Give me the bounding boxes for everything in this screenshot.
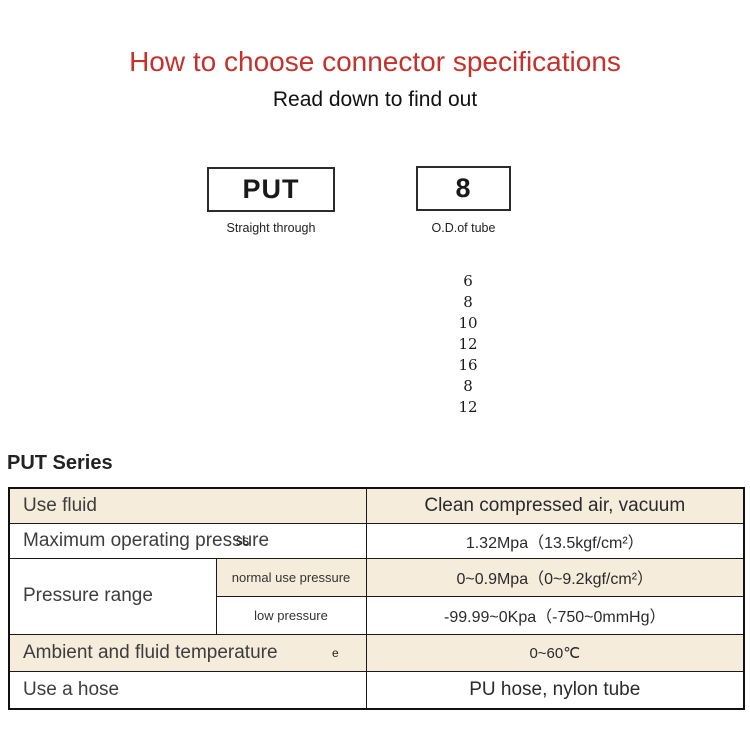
spec-value-use-fluid: Clean compressed air, vacuum xyxy=(365,487,745,524)
spec-row-temperature: Ambient and fluid temperature e 0~60℃ xyxy=(8,633,745,672)
spec-value-max-pressure: 1.32Mpa（13.5kgf/cm²） xyxy=(365,522,745,559)
size-option: 8 xyxy=(463,293,473,311)
spec-label-temperature: Ambient and fluid temperature e xyxy=(8,633,367,672)
model-code-caption: Straight through xyxy=(226,221,316,235)
spec-value-hose: PU hose, nylon tube xyxy=(365,670,745,710)
size-option: 8 xyxy=(463,377,473,395)
model-code: PUT xyxy=(242,174,300,204)
spec-label-use-fluid: Use fluid xyxy=(8,487,367,524)
model-code-box: PUT xyxy=(207,167,335,212)
series-heading: PUT Series xyxy=(7,452,113,474)
spec-row-pressure-range-normal: Pressure range normal use pressure 0~0.9… xyxy=(8,557,745,635)
spec-label-max-pressure-text: Maximum operating pressure xyxy=(23,529,270,551)
size-option: 12 xyxy=(458,335,478,353)
spec-sublabel-normal-pressure: normal use pressure xyxy=(215,557,367,597)
spec-row-pressure-range-low: low pressure -99.99~0Kpa（-750~0mmHg） xyxy=(9,595,745,635)
spec-label-temperature-text: Ambient and fluid temperature xyxy=(23,641,278,663)
size-option: 12 xyxy=(458,398,478,416)
spec-row-hose: Use a hose PU hose, nylon tube xyxy=(8,670,745,710)
spec-sublabel-low-pressure: low pressure xyxy=(215,595,367,635)
tube-od-box: 8 xyxy=(416,166,511,211)
spec-value-low-pressure: -99.99~0Kpa（-750~0mmHg） xyxy=(365,595,745,635)
size-option: 10 xyxy=(458,314,478,332)
spec-row-use-fluid: Use fluid Clean compressed air, vacuum xyxy=(8,487,745,524)
page-title: How to choose connector specifications xyxy=(129,46,621,77)
spec-label-hose: Use a hose xyxy=(8,670,367,710)
tube-od-value: 8 xyxy=(455,173,472,203)
size-option-list: 6 8 10 12 16 8 12 xyxy=(406,271,530,418)
size-option: 16 xyxy=(458,356,478,374)
spec-row-max-pressure: Maximum operating pressure ss 1.32Mpa（13… xyxy=(8,522,745,559)
spec-value-temperature: 0~60℃ xyxy=(365,633,745,672)
spec-value-normal-pressure: 0~0.9Mpa（0~9.2kgf/cm²） xyxy=(365,557,745,597)
spec-label-max-pressure: Maximum operating pressure ss xyxy=(8,522,367,559)
size-option: 6 xyxy=(463,272,473,290)
text-artifact-e: e xyxy=(332,645,339,660)
tube-od-caption: O.D.of tube xyxy=(431,221,496,235)
page-subtitle: Read down to find out xyxy=(272,88,478,111)
text-artifact-ss: ss xyxy=(236,532,249,548)
spec-table: Use fluid Clean compressed air, vacuum M… xyxy=(8,487,746,710)
spec-label-pressure-range: Pressure range xyxy=(8,557,217,635)
